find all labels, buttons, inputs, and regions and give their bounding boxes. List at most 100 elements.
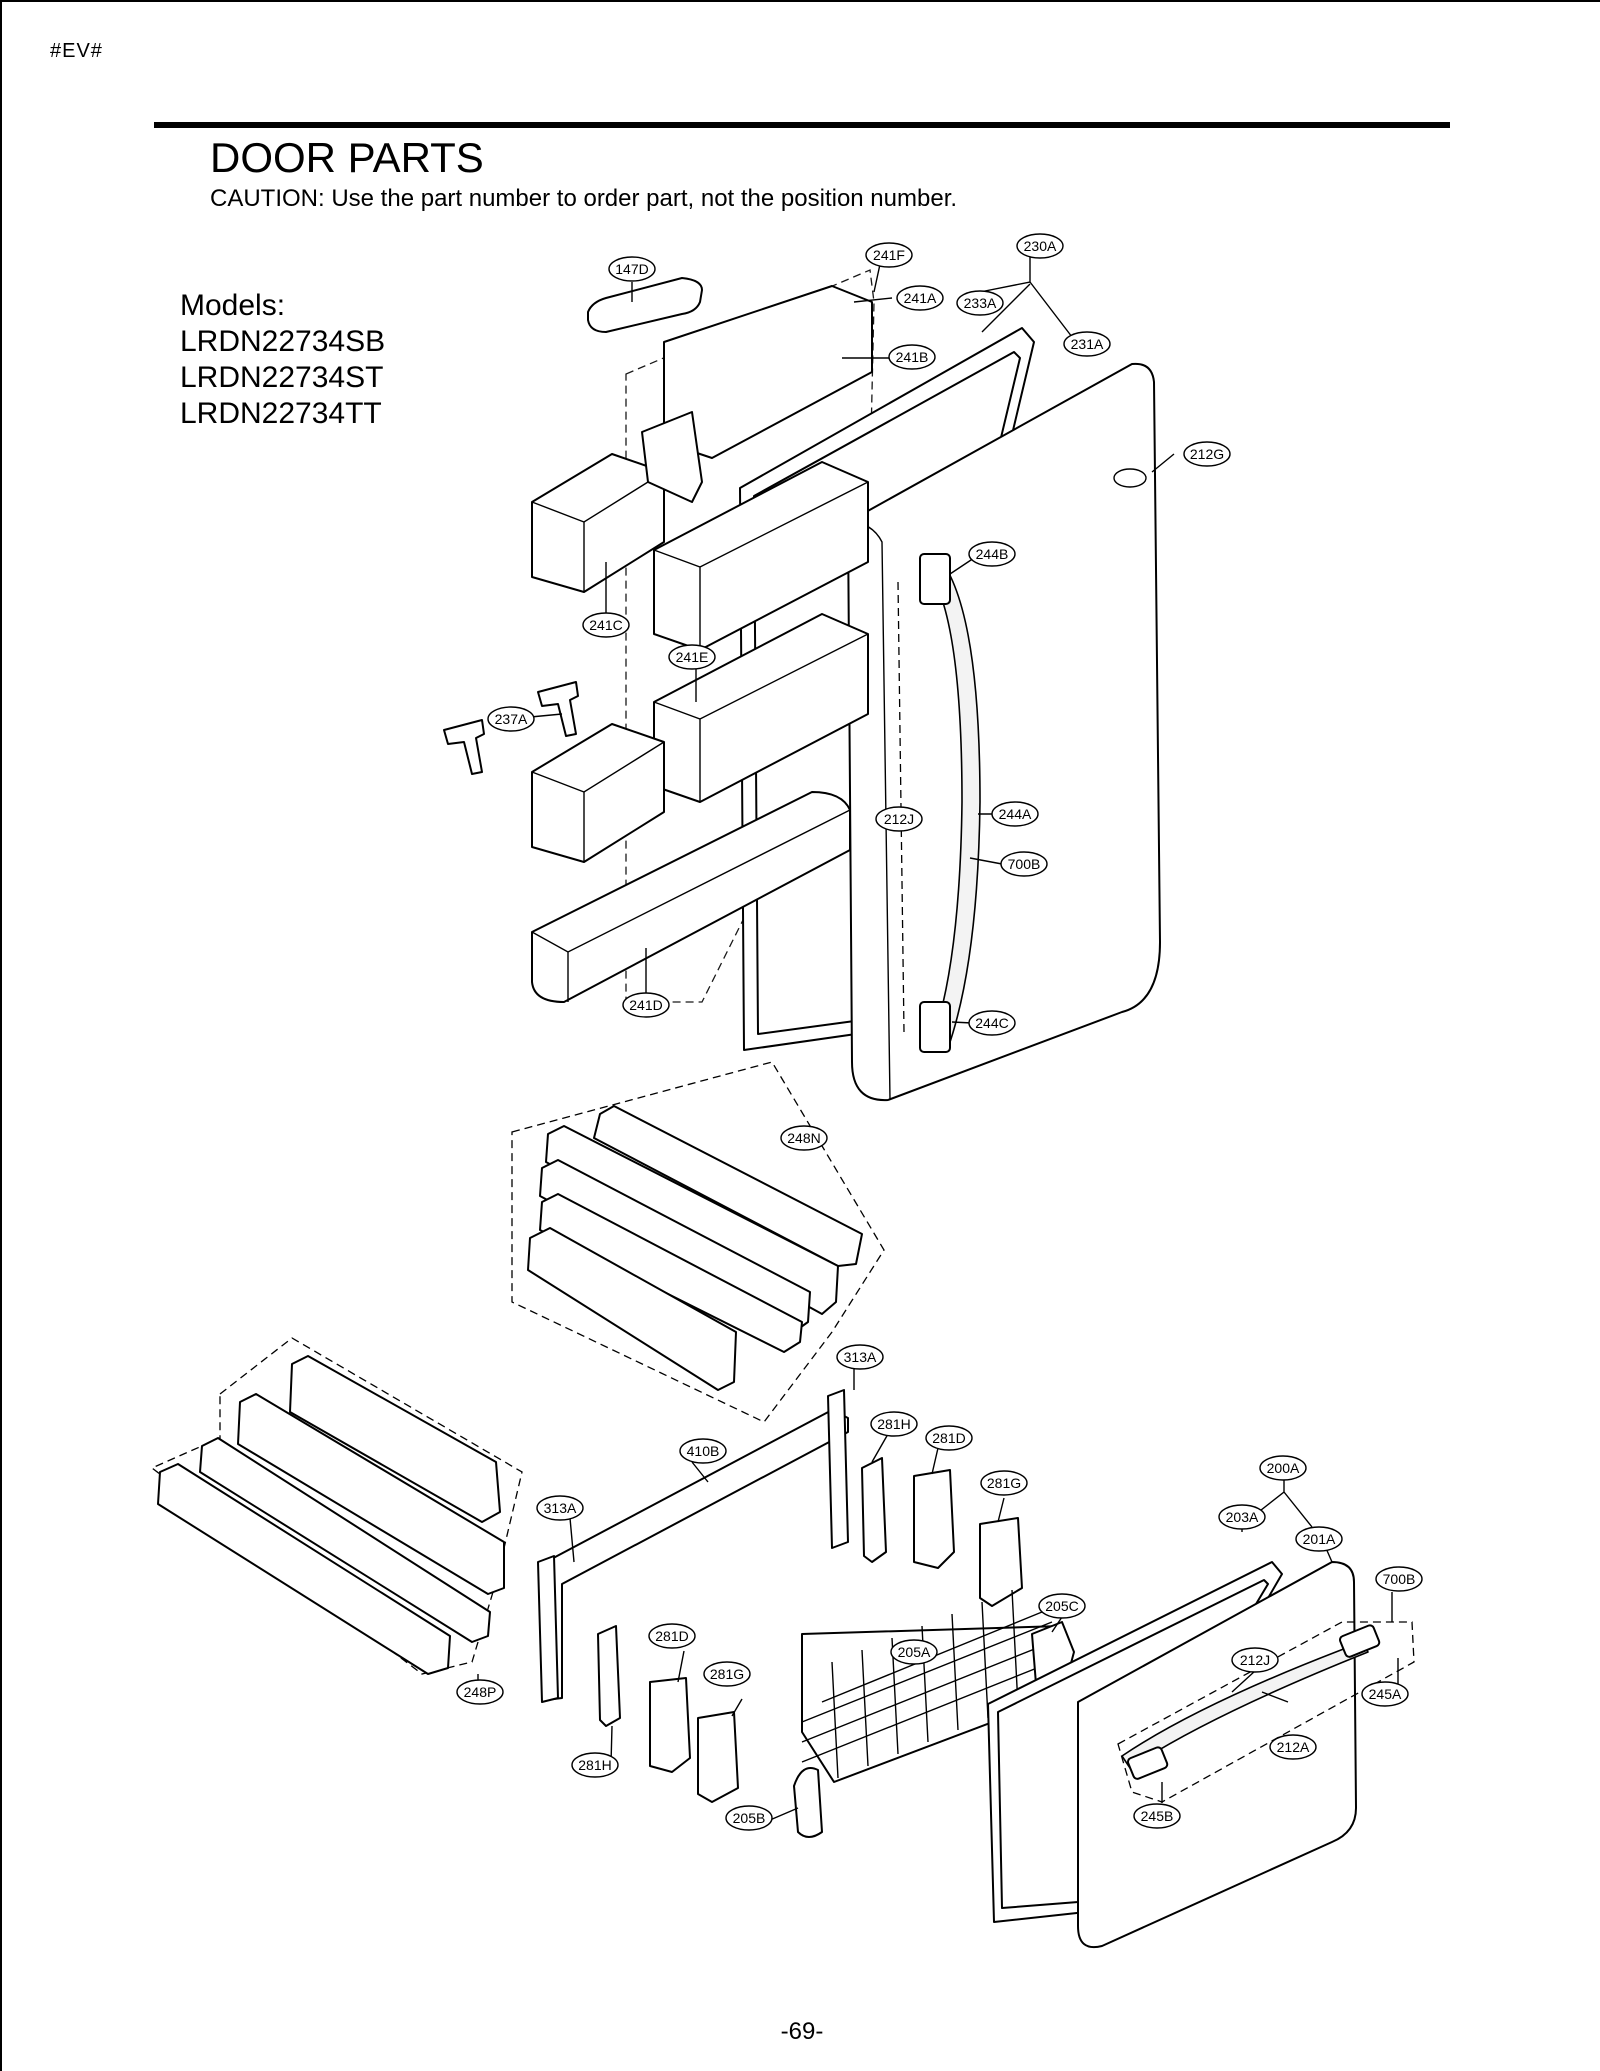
- callout-label: 205C: [1045, 1598, 1078, 1614]
- callout-281D: 281D: [648, 1623, 696, 1649]
- callout-label: 281G: [987, 1475, 1021, 1491]
- callout-label: 147D: [615, 261, 648, 277]
- callout-label: 313A: [544, 1500, 577, 1516]
- callout-label: 281H: [578, 1757, 611, 1773]
- callout-label: 700B: [1383, 1571, 1416, 1587]
- callout-205A: 205A: [890, 1639, 938, 1665]
- page-number: -69-: [780, 2018, 824, 2045]
- fridge-door-assembly: [443, 246, 1175, 1102]
- frame-side-post: [827, 1389, 849, 1549]
- callout-281H: 281H: [571, 1752, 619, 1778]
- rail-group-outline: [150, 1337, 523, 1675]
- bracket-cover-part: [649, 1677, 691, 1773]
- callout-244C: 244C: [968, 1010, 1016, 1036]
- callout-label: 203A: [1226, 1509, 1259, 1525]
- callout-241F: 241F: [865, 242, 913, 268]
- callout-245A: 245A: [1361, 1681, 1409, 1707]
- door-bin-part: [653, 461, 869, 651]
- handle-bracket-right: [1339, 1624, 1381, 1658]
- lg-logo-badge: [1113, 468, 1147, 488]
- model-number: LRDN22734TT: [180, 397, 382, 430]
- callout-700B: 700B: [1000, 851, 1048, 877]
- callout-281H: 281H: [870, 1411, 918, 1437]
- freezer-handle-part: [1121, 1641, 1369, 1769]
- callout-label: 245B: [1141, 1808, 1174, 1824]
- slide-rail-part: [593, 1105, 863, 1267]
- callout-147D: 147D: [608, 256, 656, 282]
- models-block: Models: LRDN22734SB LRDN22734ST LRDN2273…: [180, 288, 385, 432]
- callout-label: 205B: [733, 1810, 766, 1826]
- callout-label: 241B: [896, 349, 929, 365]
- models-label: Models:: [180, 289, 286, 322]
- header-rule: [154, 122, 1450, 128]
- callout-label: 281G: [710, 1666, 744, 1682]
- door-bin-part: [531, 723, 665, 863]
- callout-245B: 245B: [1133, 1803, 1181, 1829]
- slide-rail-part: [289, 1355, 501, 1523]
- callout-label: 231A: [1071, 336, 1104, 352]
- callout-281G: 281G: [703, 1661, 751, 1687]
- callout-label: 281H: [877, 1416, 910, 1432]
- handle-bracket-left: [1127, 1746, 1169, 1780]
- callout-244B: 244B: [968, 541, 1016, 567]
- caution-note: CAUTION: Use the part number to order pa…: [210, 185, 958, 212]
- callout-313A: 313A: [836, 1344, 884, 1370]
- rail-assembly-248n: [511, 1061, 885, 1423]
- slide-rail-part: [539, 1159, 811, 1333]
- bracket-cover-part: [979, 1517, 1023, 1607]
- slide-rail-part: [545, 1125, 839, 1315]
- callout-label: 241F: [873, 247, 905, 263]
- frame-side-post: [537, 1555, 559, 1703]
- fridge-door-panel: [847, 362, 1161, 1102]
- callout-241C: 241C: [582, 612, 630, 638]
- callout-label: 700B: [1008, 856, 1041, 872]
- callout-230A: 230A: [1016, 233, 1064, 259]
- rail-assembly-248p: [150, 1337, 523, 1692]
- callout-label: 244B: [976, 546, 1009, 562]
- freezer-door-panel: [1077, 1561, 1357, 1948]
- bracket-cover-part: [913, 1469, 955, 1569]
- rail-group-outline: [511, 1061, 885, 1423]
- callout-248P: 248P: [456, 1679, 504, 1705]
- slide-rail-part: [199, 1437, 491, 1643]
- dairy-bin-cover: [587, 277, 703, 333]
- callout-244A: 244A: [991, 801, 1039, 827]
- header-code: #EV#: [50, 40, 103, 62]
- callout-212J: 212J: [1231, 1647, 1279, 1673]
- callout-203A: 203A: [1218, 1504, 1266, 1530]
- callout-241A: 241A: [896, 285, 944, 311]
- callout-label: 410B: [687, 1443, 720, 1459]
- callout-label: 212A: [1277, 1739, 1310, 1755]
- callout-label: 241E: [676, 649, 709, 665]
- callout-241D: 241D: [622, 992, 670, 1018]
- model-number: LRDN22734SB: [180, 325, 386, 358]
- callout-212J: 212J: [875, 806, 923, 832]
- callout-281D: 281D: [925, 1425, 973, 1451]
- callout-label: 281D: [932, 1430, 965, 1446]
- rail-cover-part: [157, 1463, 451, 1675]
- callout-label: 241C: [589, 617, 622, 633]
- callout-231A: 231A: [1063, 331, 1111, 357]
- callout-label: 244A: [999, 806, 1032, 822]
- page-title: DOOR PARTS: [210, 134, 484, 181]
- callout-313A: 313A: [536, 1495, 584, 1521]
- callout-201A: 201A: [1295, 1526, 1343, 1552]
- callout-281G: 281G: [980, 1470, 1028, 1496]
- drawer-basket-part: [793, 1589, 1075, 1838]
- slide-rail-part: [539, 1193, 803, 1353]
- callout-label: 245A: [1369, 1686, 1402, 1702]
- callout-200A: 200A: [1259, 1455, 1307, 1481]
- dairy-bin-part: [641, 285, 873, 503]
- callout-label: 212J: [1240, 1652, 1270, 1668]
- long-door-bin-part: [531, 791, 851, 1003]
- callout-700B: 700B: [1375, 1566, 1423, 1592]
- callout-label: 205A: [898, 1644, 931, 1660]
- callout-label: 201A: [1303, 1531, 1336, 1547]
- door-bin-part: [531, 453, 665, 593]
- callout-label: 281D: [655, 1628, 688, 1644]
- callout-241B: 241B: [888, 344, 936, 370]
- callout-label: 313A: [844, 1349, 877, 1365]
- callout-label: 233A: [964, 295, 997, 311]
